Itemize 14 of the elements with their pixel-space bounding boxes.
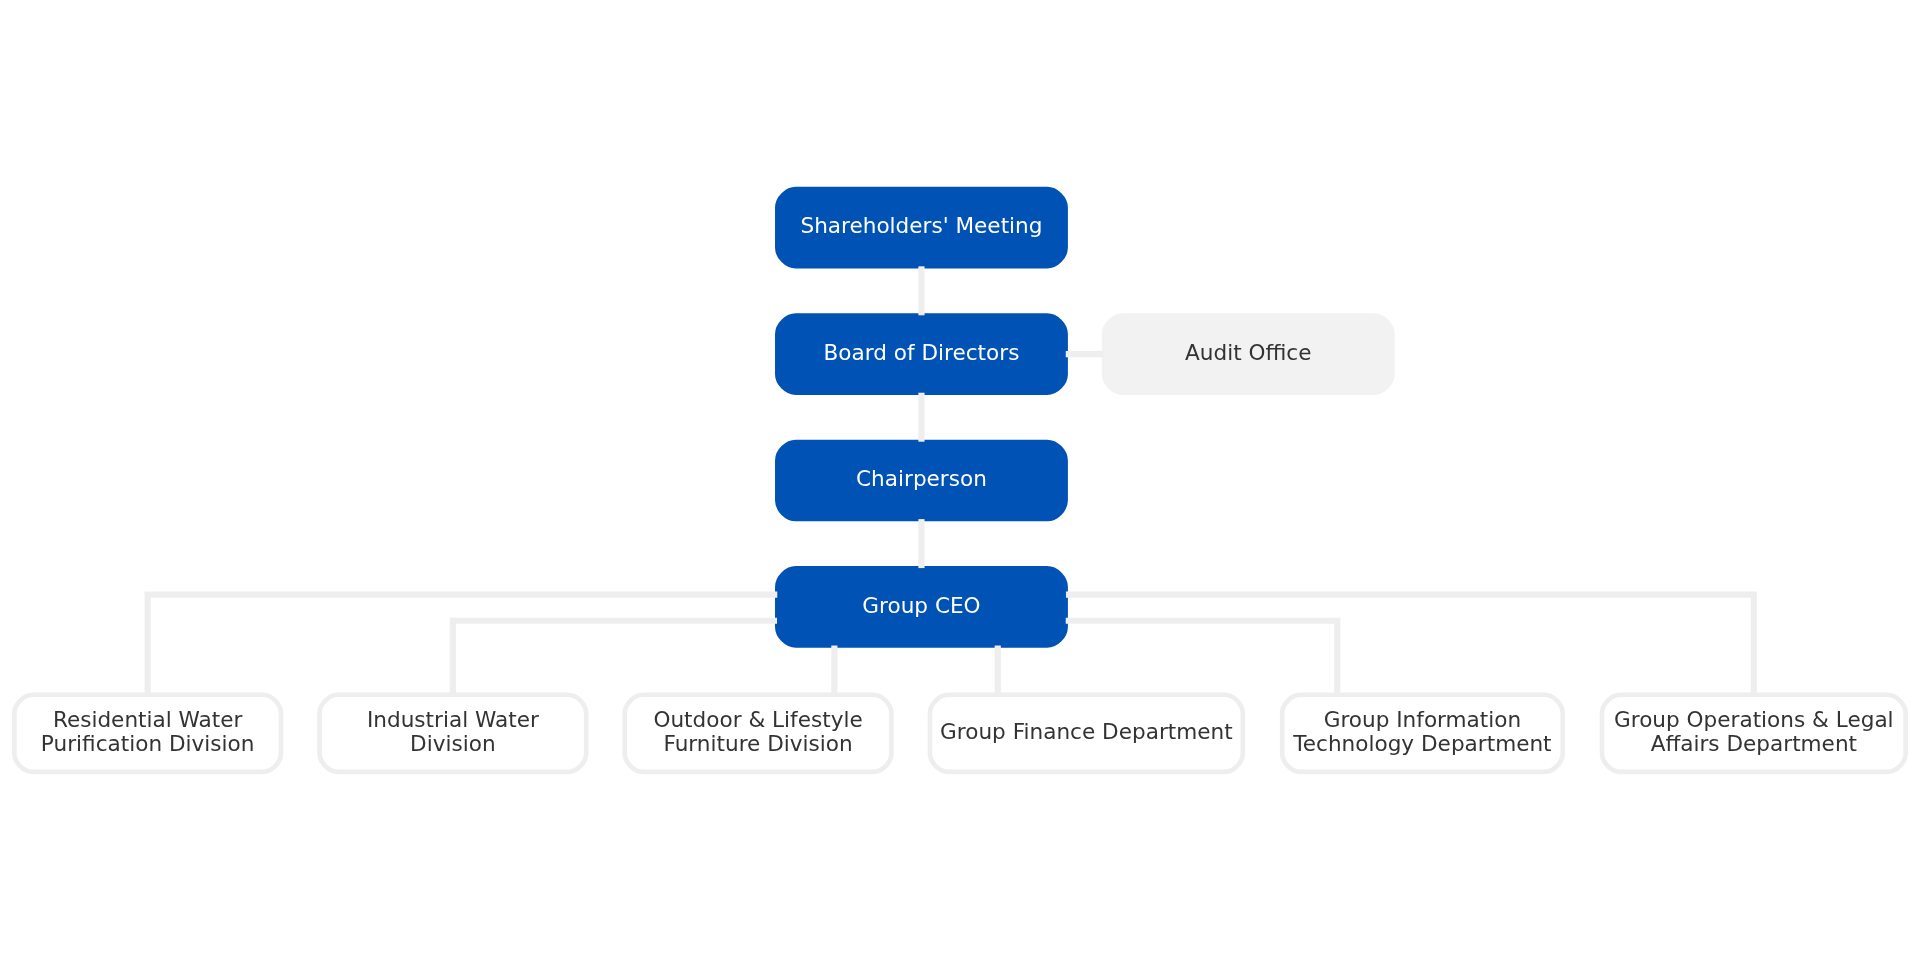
node-box: Group CEO — [775, 565, 1068, 648]
connector — [918, 392, 925, 442]
node-box: Board of Directors — [775, 312, 1068, 395]
node-box: Shareholders' Meeting — [775, 186, 1068, 269]
connector — [1065, 617, 1341, 695]
node-box: Chairperson — [775, 439, 1068, 521]
connector — [918, 518, 925, 568]
connector — [994, 645, 1001, 694]
connector — [449, 617, 778, 695]
connector — [144, 591, 778, 695]
connector — [1065, 350, 1104, 357]
connector — [831, 645, 838, 694]
connector — [1065, 591, 1757, 695]
connector — [918, 265, 925, 315]
